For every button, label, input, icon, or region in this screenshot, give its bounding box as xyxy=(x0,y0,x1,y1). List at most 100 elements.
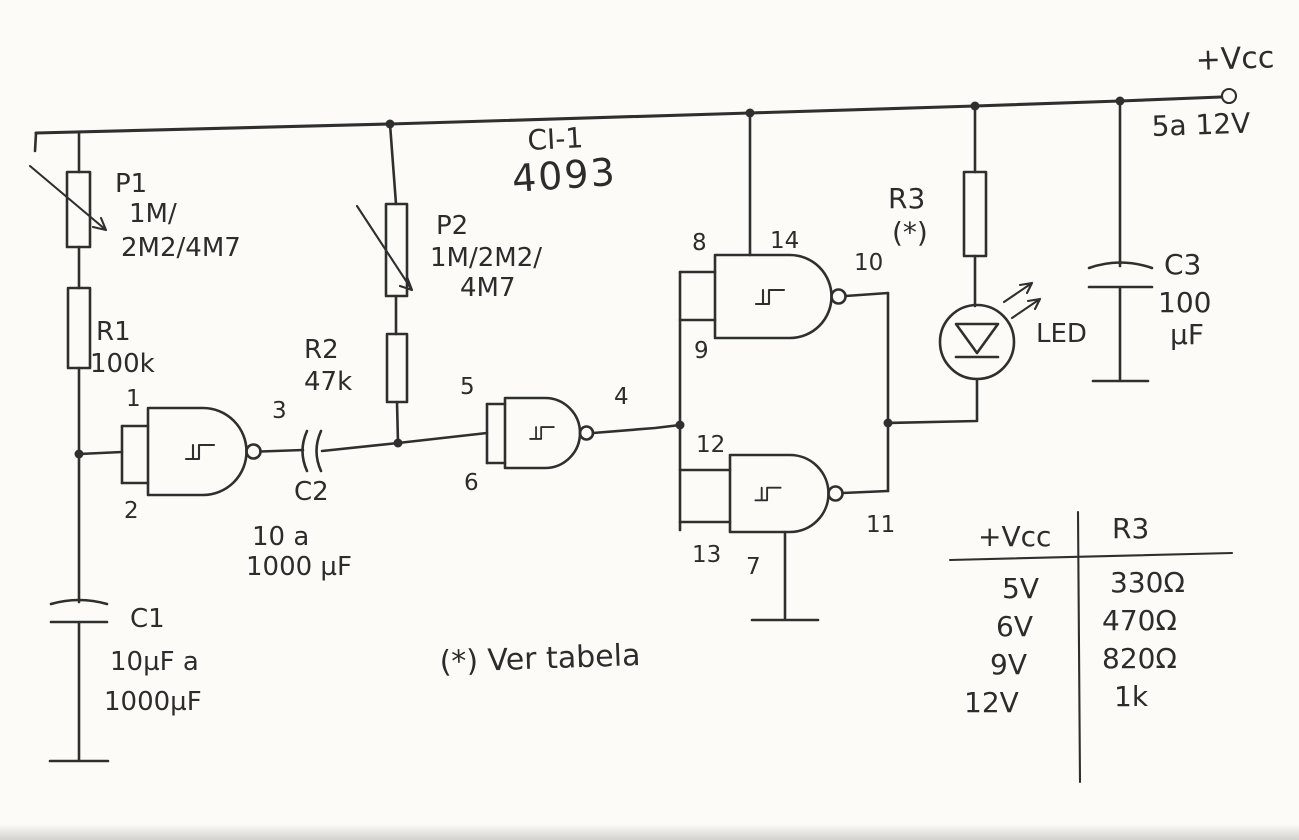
pin-7-label: 7 xyxy=(746,554,761,580)
c1-capacitor: C1 10µF a 1000µF xyxy=(48,366,202,763)
resistor-body xyxy=(385,332,409,404)
pin10-output-wire xyxy=(844,291,890,298)
table-row: 6V 470Ω xyxy=(996,604,1177,643)
inverter-bubble-icon xyxy=(578,425,595,441)
table-cell-r3: 330Ω xyxy=(1110,566,1185,599)
schmitt-trigger-icon xyxy=(184,443,216,461)
r2-ref-label: R2 xyxy=(304,335,339,365)
r3-ref-label: R3 xyxy=(888,182,925,215)
table-vertical-divider xyxy=(1076,510,1082,784)
table-row: 5V 330Ω xyxy=(1002,566,1185,605)
r3-selection-table: +Vcc R3 5V 330Ω 6V 470Ω 9V 820Ω 12V 1k xyxy=(948,510,1234,784)
c2-value-line1: 10 a xyxy=(252,522,309,552)
r1-ref-label: R1 xyxy=(96,317,131,347)
table-cell-vcc: 9V xyxy=(990,648,1027,681)
schmitt-trigger-icon xyxy=(529,426,555,440)
p1-value-line2: 2M2/4M7 xyxy=(121,233,241,263)
potentiometer-body xyxy=(384,202,409,298)
table-header-divider xyxy=(948,551,1234,562)
capacitor-plate xyxy=(301,429,309,473)
wire xyxy=(396,431,489,445)
pin-10-label: 10 xyxy=(854,250,883,276)
pin3-output-wire xyxy=(259,448,305,453)
vcc-rail-wire xyxy=(34,95,1223,135)
light-emission-arrows-icon xyxy=(1002,281,1042,320)
table-cell-vcc: 6V xyxy=(996,610,1033,643)
c1-value-line2: 1000µF xyxy=(104,687,202,717)
pin-9-label: 9 xyxy=(694,338,709,364)
p2-ref-label: P2 xyxy=(436,211,468,241)
resistor-body xyxy=(962,170,988,258)
resistor-body xyxy=(66,286,92,370)
r1-resistor: R1 100k xyxy=(66,245,155,379)
scan-artifact xyxy=(0,824,1299,840)
p2-potentiometer: P2 1M/2M2/ 4M7 xyxy=(355,122,542,303)
r2-value-label: 47k xyxy=(304,367,352,397)
wire xyxy=(77,450,124,456)
footnote-label: (*) Ver tabela xyxy=(439,638,641,680)
pin11-output-wire xyxy=(841,489,890,495)
schmitt-trigger-icon xyxy=(754,288,786,306)
inverter-bubble-icon xyxy=(830,288,847,305)
c1-ref-label: C1 xyxy=(130,604,165,634)
nand-gate-body xyxy=(146,406,248,497)
potentiometer-body xyxy=(65,170,92,249)
led-anode-triangle xyxy=(954,322,1000,355)
p2-value-line2: 4M7 xyxy=(460,273,516,303)
inverter-bubble-icon xyxy=(245,443,262,460)
wire xyxy=(395,400,400,445)
potentiometer-arrow-icon xyxy=(355,204,414,292)
gate-1-nand: 1 2 3 xyxy=(77,386,305,524)
pin-2-label: 2 xyxy=(124,498,139,524)
power-rail: +Vcc 5a 12V xyxy=(33,40,1275,153)
vcc-range-label: 5a 12V xyxy=(1151,107,1251,143)
led: LED xyxy=(886,281,1087,425)
c3-value-line2: µF xyxy=(1170,318,1204,351)
table-cell-vcc: 12V xyxy=(964,686,1019,719)
pin4-output-wire xyxy=(591,423,682,435)
r2-resistor: R2 47k xyxy=(304,294,409,448)
pin-4-label: 4 xyxy=(614,384,629,410)
c2-capacitor: C2 10 a 1000 µF xyxy=(246,429,400,582)
gate-3-nand: 8 9 14 10 xyxy=(678,111,890,532)
pin-12-label: 12 xyxy=(696,432,725,458)
p2-value-line1: 1M/2M2/ xyxy=(430,243,542,273)
pin-14-label: 14 xyxy=(770,228,799,254)
table-col1-header: +Vcc xyxy=(978,520,1051,553)
table-cell-r3: 820Ω xyxy=(1102,642,1177,675)
led-body xyxy=(938,303,1016,381)
pin-8-label: 8 xyxy=(692,230,707,256)
vcc-label: +Vcc xyxy=(1195,40,1275,78)
pin-6-label: 6 xyxy=(464,470,479,496)
pin-1-label: 1 xyxy=(126,386,141,412)
c3-capacitor: C3 100 µF xyxy=(1087,99,1211,383)
table-row: 9V 820Ω xyxy=(990,642,1177,681)
gate-4-nand: 12 13 7 11 xyxy=(678,291,895,622)
c3-value-line1: 100 xyxy=(1158,286,1211,319)
rail-left-hook xyxy=(33,131,38,153)
r1-value-label: 100k xyxy=(90,349,155,379)
vcc-terminal-icon xyxy=(1220,87,1238,105)
potentiometer-arrow-icon xyxy=(28,164,108,232)
r3-resistor: R3 (*) xyxy=(888,104,988,308)
capacitor-plate xyxy=(49,598,109,606)
footnote: (*) Ver tabela xyxy=(439,638,641,680)
inverter-bubble-icon xyxy=(827,485,844,502)
capacitor-plate xyxy=(1087,261,1154,270)
table-row: 12V 1k xyxy=(964,680,1149,719)
c2-value-line2: 1000 µF xyxy=(246,552,352,582)
wire xyxy=(320,441,400,453)
pin-5-label: 5 xyxy=(460,374,475,400)
table-cell-r3: 1k xyxy=(1114,680,1149,713)
p1-ref-label: P1 xyxy=(115,169,147,199)
led-ref-label: LED xyxy=(1036,319,1087,349)
pin-13-label: 13 xyxy=(692,542,721,568)
nand-gate-body xyxy=(503,396,582,470)
c3-ref-label: C3 xyxy=(1164,248,1201,281)
nand-gate-body xyxy=(728,453,830,534)
table-col2-header: R3 xyxy=(1112,512,1149,545)
ic-ref-label: CI-1 xyxy=(527,121,584,157)
pin-11-label: 11 xyxy=(866,512,895,538)
table-cell-vcc: 5V xyxy=(1002,572,1039,605)
ic-part-label: 4093 xyxy=(511,150,619,201)
